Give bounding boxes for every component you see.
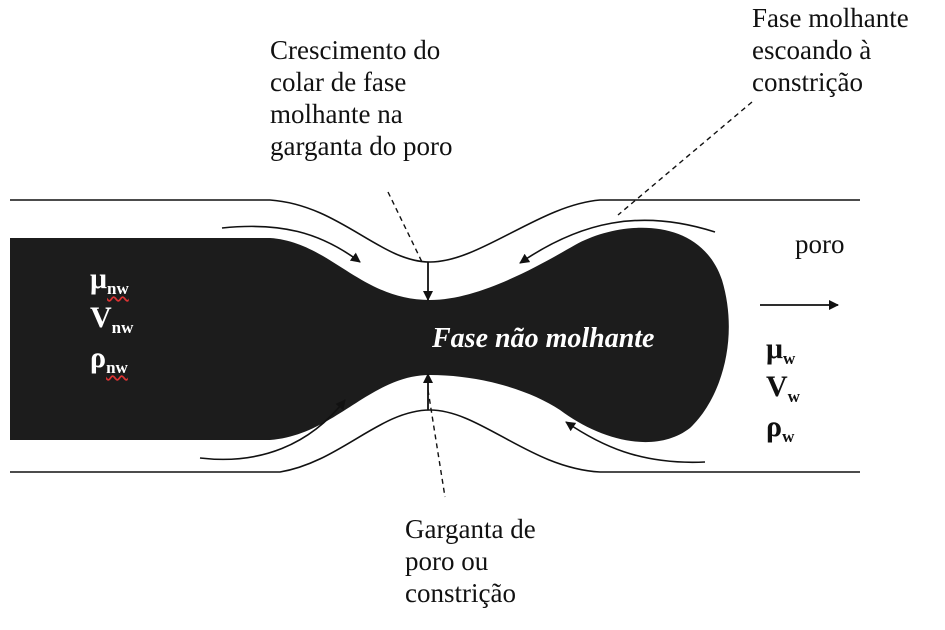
symbol-v-w: Vw	[766, 370, 800, 406]
leader-wetting-flow	[617, 101, 753, 216]
label-pore: poro	[795, 229, 845, 259]
leader-collar-growth	[387, 191, 423, 263]
symbol-rho-nw: ρnw	[90, 341, 128, 377]
label-wetting-flow: Fase molhante escoando à constrição	[752, 3, 909, 97]
flow-arrow-lower-right	[565, 421, 706, 464]
flow-arrow-upper-right	[519, 219, 716, 264]
lower-pore-wall	[10, 409, 860, 473]
label-throat: Garganta de poro ou constrição	[405, 514, 536, 608]
symbol-v-nw: Vnw	[90, 301, 134, 337]
flow-arrow-upper-left	[221, 225, 361, 263]
label-collar-growth: Crescimento do colar de fase molhante na…	[270, 35, 453, 161]
flow-arrow-lower-left	[199, 399, 346, 461]
symbol-mu-w: μw	[766, 332, 796, 368]
non-wetting-phase-blob	[10, 227, 729, 443]
label-non-wetting-phase: Fase não molhante	[432, 323, 655, 354]
symbol-mu-nw: μnw	[90, 262, 129, 298]
symbol-rho-w: ρw	[766, 410, 795, 446]
upper-pore-wall	[10, 199, 860, 263]
leader-throat	[427, 389, 446, 498]
